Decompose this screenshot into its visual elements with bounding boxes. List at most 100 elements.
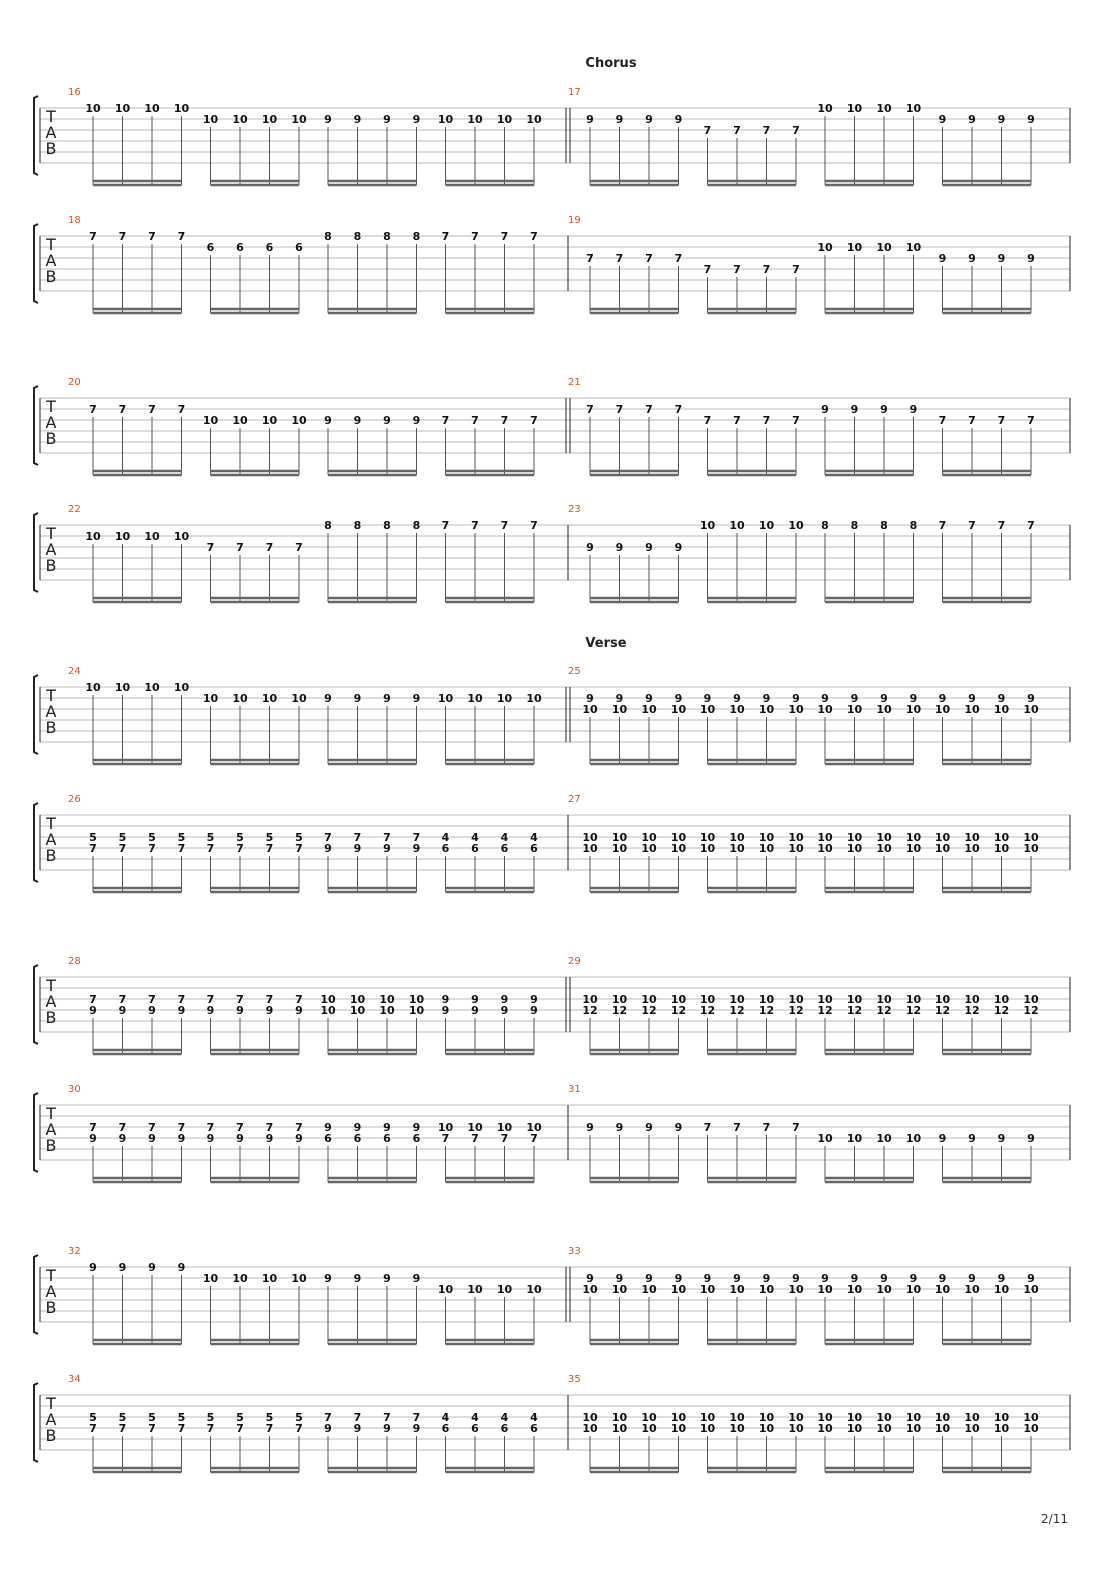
fret-number: 8 bbox=[383, 230, 391, 243]
fret-number: 7 bbox=[645, 252, 653, 265]
fret-number: 9 bbox=[295, 1004, 303, 1017]
fret-number: 10 bbox=[994, 842, 1010, 855]
fret-number: 7 bbox=[501, 230, 509, 243]
system-bracket bbox=[33, 802, 39, 883]
fret-number: 10 bbox=[876, 241, 892, 254]
fret-number: 5 bbox=[266, 831, 274, 844]
fret-number: 7 bbox=[119, 1422, 127, 1435]
fret-number: 12 bbox=[964, 1004, 979, 1017]
fret-number: 9 bbox=[383, 1422, 391, 1435]
fret-number: 9 bbox=[939, 1132, 947, 1145]
fret-number: 6 bbox=[501, 1422, 509, 1435]
fret-number: 10 bbox=[582, 703, 598, 716]
fret-number: 7 bbox=[442, 230, 450, 243]
fret-number: 5 bbox=[295, 831, 303, 844]
fret-number: 7 bbox=[119, 993, 127, 1006]
system-bracket bbox=[33, 512, 39, 593]
fret-number: 7 bbox=[119, 230, 127, 243]
fret-number: 9 bbox=[148, 1004, 156, 1017]
fret-number: 10 bbox=[85, 530, 101, 543]
fret-number: 10 bbox=[817, 993, 833, 1006]
fret-number: 10 bbox=[729, 842, 745, 855]
fret-number: 7 bbox=[324, 831, 332, 844]
fret-number: 10 bbox=[641, 831, 657, 844]
fret-number: 10 bbox=[700, 842, 716, 855]
tab-clef-letter: A bbox=[46, 830, 57, 849]
fret-number: 10 bbox=[203, 113, 219, 126]
fret-number: 9 bbox=[1027, 252, 1035, 265]
fret-number: 6 bbox=[471, 842, 479, 855]
fret-number: 9 bbox=[413, 842, 421, 855]
fret-number: 10 bbox=[935, 831, 951, 844]
section-label-verse: Verse bbox=[585, 636, 626, 651]
fret-number: 4 bbox=[471, 831, 479, 844]
fret-number: 4 bbox=[442, 831, 450, 844]
fret-number: 10 bbox=[467, 113, 483, 126]
bar-number: 18 bbox=[68, 215, 81, 226]
fret-number: 8 bbox=[354, 519, 362, 532]
fret-number: 10 bbox=[526, 1283, 542, 1296]
fret-number: 9 bbox=[1027, 692, 1035, 705]
fret-number: 9 bbox=[442, 993, 450, 1006]
bar-number: 34 bbox=[68, 1374, 81, 1385]
fret-number: 7 bbox=[148, 403, 156, 416]
fret-number: 7 bbox=[89, 230, 97, 243]
fret-number: 10 bbox=[994, 703, 1010, 716]
tab-clef-letter: B bbox=[46, 1298, 57, 1317]
bar-number: 28 bbox=[68, 956, 81, 967]
fret-number: 9 bbox=[1027, 1272, 1035, 1285]
fret-number: 10 bbox=[700, 519, 716, 532]
fret-number: 9 bbox=[586, 1121, 594, 1134]
fret-number: 7 bbox=[763, 1121, 771, 1134]
fret-number: 9 bbox=[645, 1272, 653, 1285]
fret-number: 10 bbox=[641, 703, 657, 716]
system-bracket bbox=[33, 1254, 39, 1335]
fret-number: 10 bbox=[262, 1272, 278, 1285]
fret-number: 9 bbox=[324, 1272, 332, 1285]
fret-number: 7 bbox=[792, 414, 800, 427]
fret-number: 10 bbox=[497, 113, 513, 126]
fret-number: 7 bbox=[616, 252, 624, 265]
fret-number: 9 bbox=[413, 1272, 421, 1285]
fret-number: 5 bbox=[207, 1411, 215, 1424]
fret-number: 10 bbox=[994, 831, 1010, 844]
fret-number: 8 bbox=[413, 230, 421, 243]
fret-number: 7 bbox=[383, 1411, 391, 1424]
tab-clef-letter: T bbox=[45, 1266, 56, 1285]
fret-number: 12 bbox=[847, 1004, 862, 1017]
fret-number: 10 bbox=[700, 1411, 716, 1424]
fret-number: 10 bbox=[906, 993, 922, 1006]
fret-number: 10 bbox=[641, 842, 657, 855]
bar-number: 35 bbox=[568, 1374, 581, 1385]
fret-number: 6 bbox=[295, 241, 303, 254]
fret-number: 10 bbox=[232, 113, 248, 126]
bar-number: 32 bbox=[68, 1246, 81, 1257]
fret-number: 9 bbox=[442, 1004, 450, 1017]
fret-number: 9 bbox=[704, 1272, 712, 1285]
fret-number: 10 bbox=[788, 993, 804, 1006]
fret-number: 7 bbox=[471, 1132, 479, 1145]
fret-number: 4 bbox=[501, 831, 509, 844]
tab-clef-letter: T bbox=[45, 397, 56, 416]
fret-number: 10 bbox=[700, 703, 716, 716]
fret-number: 10 bbox=[85, 102, 101, 115]
fret-number: 7 bbox=[645, 403, 653, 416]
fret-number: 10 bbox=[262, 692, 278, 705]
fret-number: 7 bbox=[266, 541, 274, 554]
fret-number: 10 bbox=[612, 1422, 628, 1435]
fret-number: 10 bbox=[144, 681, 160, 694]
tab-clef-letter: A bbox=[46, 413, 57, 432]
fret-number: 9 bbox=[383, 692, 391, 705]
fret-number: 7 bbox=[675, 252, 683, 265]
fret-number: 9 bbox=[939, 692, 947, 705]
fret-number: 7 bbox=[704, 1121, 712, 1134]
fret-number: 5 bbox=[178, 1411, 186, 1424]
fret-number: 10 bbox=[262, 414, 278, 427]
fret-number: 10 bbox=[729, 519, 745, 532]
bar-number: 27 bbox=[568, 794, 581, 805]
fret-number: 8 bbox=[851, 519, 859, 532]
fret-number: 10 bbox=[788, 1422, 804, 1435]
fret-number: 9 bbox=[586, 113, 594, 126]
fret-number: 10 bbox=[847, 1132, 863, 1145]
fret-number: 10 bbox=[320, 1004, 336, 1017]
